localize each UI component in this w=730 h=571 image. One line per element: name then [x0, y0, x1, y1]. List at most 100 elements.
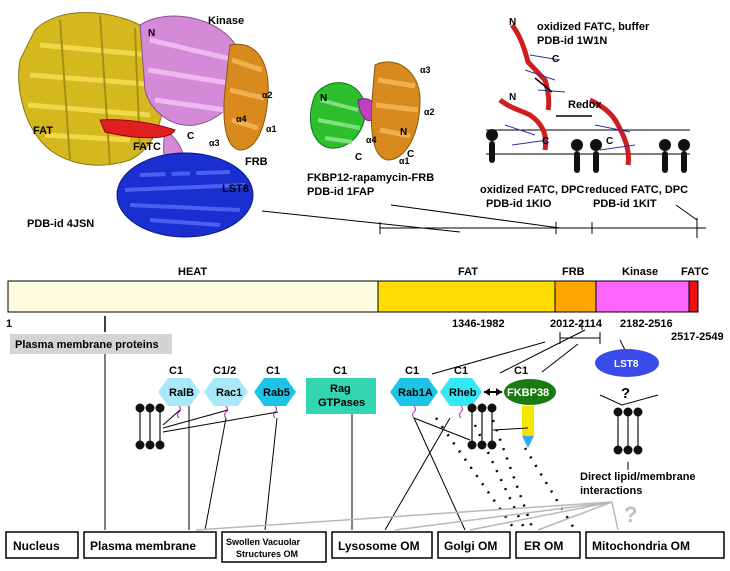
fkbp38-ellipse — [504, 379, 556, 405]
nucleus-label: Nucleus — [13, 539, 60, 553]
vacuolar-structures-line2: Structures OM — [236, 549, 298, 559]
kinase-domain — [595, 280, 690, 313]
plasma-membrane-box — [83, 531, 217, 559]
fatc-buffer-helix — [509, 23, 566, 111]
direct-interactions-line1: Direct lipid/membrane — [580, 471, 696, 483]
kinase-label: Kinase — [622, 266, 658, 278]
redox-arrow-up — [534, 77, 553, 93]
fatc-buffer-pdb: PDB-id 1W1N — [537, 35, 607, 47]
mtor-c-terminus: C — [187, 131, 194, 142]
fkbp-alpha2: α2 — [424, 107, 435, 117]
rheb-hexagon — [440, 378, 482, 406]
rac1-c-label: C1/2 — [213, 365, 236, 377]
rag-gtpases-box — [306, 378, 376, 414]
rheb-label: Rheb — [449, 387, 477, 399]
lst8-binder-label: LST8 — [614, 359, 639, 370]
fatc-range: 2517-2549 — [671, 331, 724, 343]
lipid-bilayer-left — [135, 403, 165, 450]
plasma-membrane-proteins-box — [10, 334, 172, 354]
frb-range: 2012-2114 — [550, 318, 603, 330]
mitochondria-om-label: Mitochondria OM — [592, 539, 690, 553]
mtor-kinase-label: Kinase — [208, 15, 244, 27]
frb-binder-bracket — [431, 320, 627, 375]
fatc-membrane-lipids — [486, 129, 690, 173]
domain-bar — [7, 280, 699, 313]
fatc-dpc-helices — [498, 97, 636, 166]
fatc-domain — [688, 280, 699, 313]
fkbp-n1: N — [320, 93, 327, 104]
rab5-label: Rab5 — [263, 387, 290, 399]
heat-domain — [7, 280, 379, 313]
fat-label: FAT — [458, 266, 478, 278]
mtor-frb-label: FRB — [245, 156, 268, 168]
plasma-membrane-label: Plasma membrane — [90, 539, 196, 553]
fatc-dpc-ox-c: C — [542, 136, 549, 147]
fatc-buffer-c: C — [552, 54, 559, 65]
rab5-hexagon — [254, 378, 296, 406]
fkbp38-tm-tip — [522, 436, 534, 448]
mtor-structure-image — [18, 12, 269, 238]
fatc-dpc-ox-n: N — [509, 92, 516, 103]
mtor-alpha1: α1 — [266, 124, 277, 134]
fatc-buffer-n: N — [509, 17, 516, 28]
rab1a-hexagon — [390, 378, 438, 406]
nucleus-box — [5, 531, 79, 559]
heat-label: HEAT — [178, 266, 207, 278]
rac1-hexagon — [204, 378, 248, 406]
direct-interactions-line2: interactions — [580, 485, 642, 497]
kinase-range: 2182-2516 — [620, 318, 673, 330]
mtor-lst8-label: LST8 — [222, 183, 249, 195]
fkbp-alpha1: α1 — [399, 156, 410, 166]
fatc-dpc-ox-pdb: PDB-id 1KIO — [486, 198, 552, 210]
fatc-label: FATC — [681, 266, 709, 278]
fkbp-n2: N — [400, 127, 407, 138]
rag-c-label: C1 — [333, 365, 347, 377]
compartment-connectors — [104, 354, 629, 531]
fkbp-c1: C — [355, 152, 362, 163]
ralb-label: RalB — [169, 387, 194, 399]
redox-label: Redox — [568, 99, 603, 111]
ralb-c-label: C1 — [169, 365, 183, 377]
vacuolar-structures-box — [221, 531, 327, 563]
mtor-alpha4: α4 — [236, 114, 247, 124]
mtor-n-terminus: N — [148, 28, 155, 39]
er-om-box — [515, 531, 581, 559]
fatc-dpc-red-pdb: PDB-id 1KIT — [593, 198, 657, 210]
fkbp38-tm-anchor — [522, 406, 534, 436]
gray-connectors — [195, 501, 619, 531]
er-om-label: ER OM — [524, 539, 563, 553]
fatc-dpc-ox-title: oxidized FATC, DPC — [480, 184, 584, 196]
rheb-c-label: C1 — [454, 365, 468, 377]
ralb-hexagon — [158, 378, 200, 406]
mtor-fat-label: FAT — [33, 125, 53, 137]
lysosome-om-box — [331, 531, 433, 559]
lysosome-om-label: Lysosome OM — [338, 539, 420, 553]
frb-domain — [554, 280, 597, 313]
fkbp-alpha3: α3 — [420, 65, 431, 75]
mtor-fatc-label: FATC — [133, 141, 161, 153]
rab5-c-label: C1 — [266, 365, 280, 377]
golgi-om-label: Golgi OM — [444, 539, 497, 553]
rac1-label: Rac1 — [216, 387, 242, 399]
fkbp38-label: FKBP38 — [507, 387, 549, 399]
dotted-connectors — [434, 417, 577, 531]
frb-label: FRB — [562, 266, 585, 278]
fkbp-alpha4: α4 — [366, 135, 377, 145]
lst8-question: ? — [621, 385, 630, 402]
vacuolar-structures-line1: Swollen Vacuolar — [226, 537, 301, 547]
fatc-buffer-title: oxidized FATC, buffer — [537, 21, 650, 33]
structure-connectors — [261, 204, 706, 238]
fkbp-pdb: PDB-id 1FAP — [307, 186, 374, 198]
compartment-question: ? — [624, 502, 637, 527]
golgi-om-box — [437, 531, 511, 559]
lipid-bilayer-right — [613, 407, 643, 455]
rag-label-line1: Rag — [330, 383, 351, 395]
fat-domain — [377, 280, 556, 313]
lipid-bilayer-center — [467, 403, 497, 450]
plasma-membrane-proteins-label: Plasma membrane proteins — [15, 339, 159, 351]
fkbp-title: FKBP12-rapamycin-FRB — [307, 172, 434, 184]
fkbp-c2: C — [407, 149, 414, 160]
mtor-alpha2: α2 — [262, 90, 273, 100]
mtor-alpha3: α3 — [209, 138, 220, 148]
